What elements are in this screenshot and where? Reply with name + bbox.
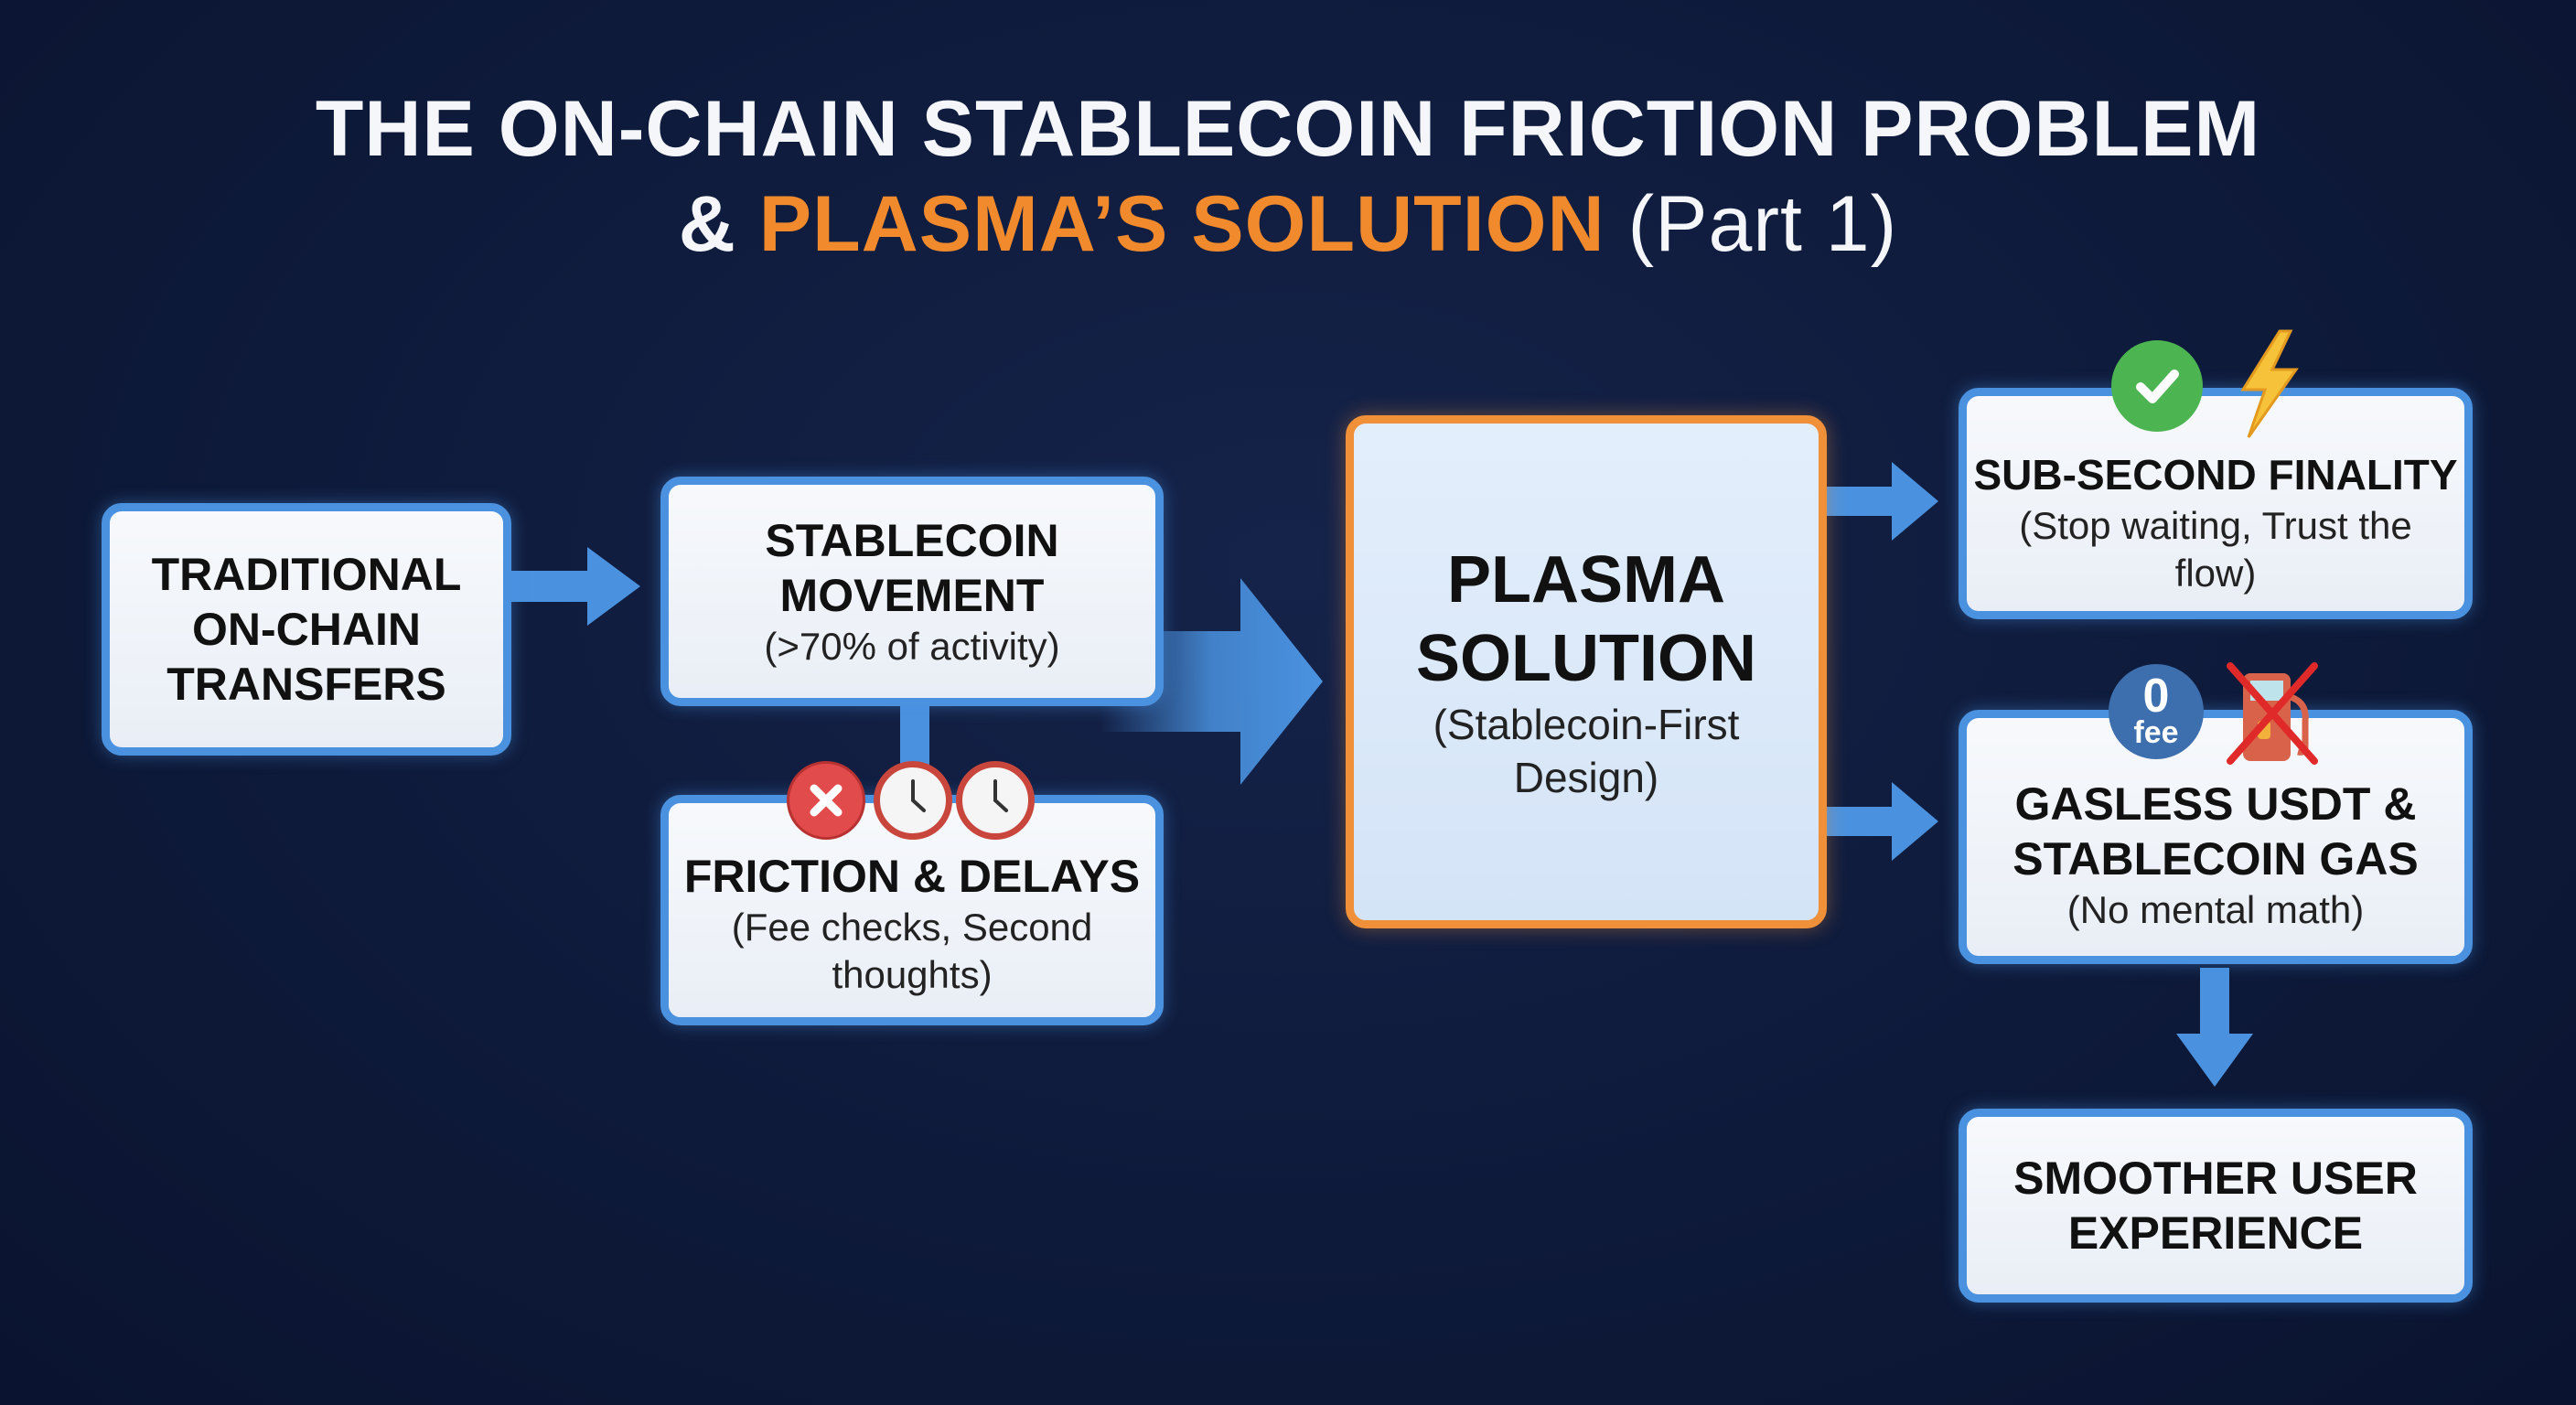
node-title: FRICTION & DELAYS (683, 851, 1141, 902)
arrow-to-gasless (1827, 782, 1938, 861)
arrow-traditional-to-stablecoin (511, 547, 640, 626)
node-title: SUB-SECOND FINALITY (1973, 450, 2458, 499)
arrow-to-finality (1827, 462, 1938, 541)
title-line-2: & PLASMA’S SOLUTION (Part 1) (0, 179, 2576, 270)
title-line-1: THE ON-CHAIN STABLECOIN FRICTION PROBLEM (315, 85, 2261, 173)
node-gasless: GASLESS USDT & STABLECOIN GAS (No mental… (1959, 710, 2473, 964)
title-prefix: & (678, 180, 759, 268)
node-subtitle: (>70% of activity) (764, 624, 1060, 668)
title-suffix: (Part 1) (1605, 180, 1898, 268)
node-subtitle: (No mental math) (2066, 888, 2365, 931)
arrow-to-plasma (1100, 578, 1323, 785)
node-subtitle: (Stablecoin-First Design) (1433, 700, 1740, 801)
zero-fee-number: 0 (2142, 670, 2170, 723)
green-check-icon (2111, 340, 2203, 432)
title-accent: PLASMA’S SOLUTION (758, 180, 1605, 268)
node-plasma: PLASMA SOLUTION (Stablecoin-First Design… (1346, 415, 1827, 928)
node-stablecoin: STABLECOIN MOVEMENT (>70% of activity) (660, 477, 1164, 706)
node-traditional: TRADITIONAL ON-CHAIN TRANSFERS (102, 503, 511, 756)
node-smoother: SMOOTHER USER EXPERIENCE (1959, 1109, 2473, 1303)
node-subtitle: (Stop waiting, Trust the flow) (2019, 503, 2412, 595)
node-title: STABLECOIN MOVEMENT (765, 514, 1059, 621)
no-gas-pump-icon (2227, 662, 2318, 765)
arrow-to-smoother (2176, 968, 2253, 1087)
clock-icon (874, 761, 952, 840)
node-title: TRADITIONAL ON-CHAIN TRANSFERS (151, 549, 462, 710)
node-title: SMOOTHER USER EXPERIENCE (2013, 1153, 2418, 1259)
node-finality: SUB-SECOND FINALITY (Stop waiting, Trust… (1959, 388, 2473, 619)
clock-icon (956, 761, 1035, 840)
zero-fee-label: fee (2133, 715, 2179, 750)
node-title: PLASMA SOLUTION (1416, 542, 1756, 695)
lightning-icon (2240, 329, 2299, 438)
node-title: GASLESS USDT & STABLECOIN GAS (2012, 778, 2419, 885)
red-x-icon (787, 761, 865, 840)
zero-fee-icon: 0 fee (2109, 664, 2204, 759)
node-subtitle: (Fee checks, Second thoughts) (731, 906, 1093, 996)
